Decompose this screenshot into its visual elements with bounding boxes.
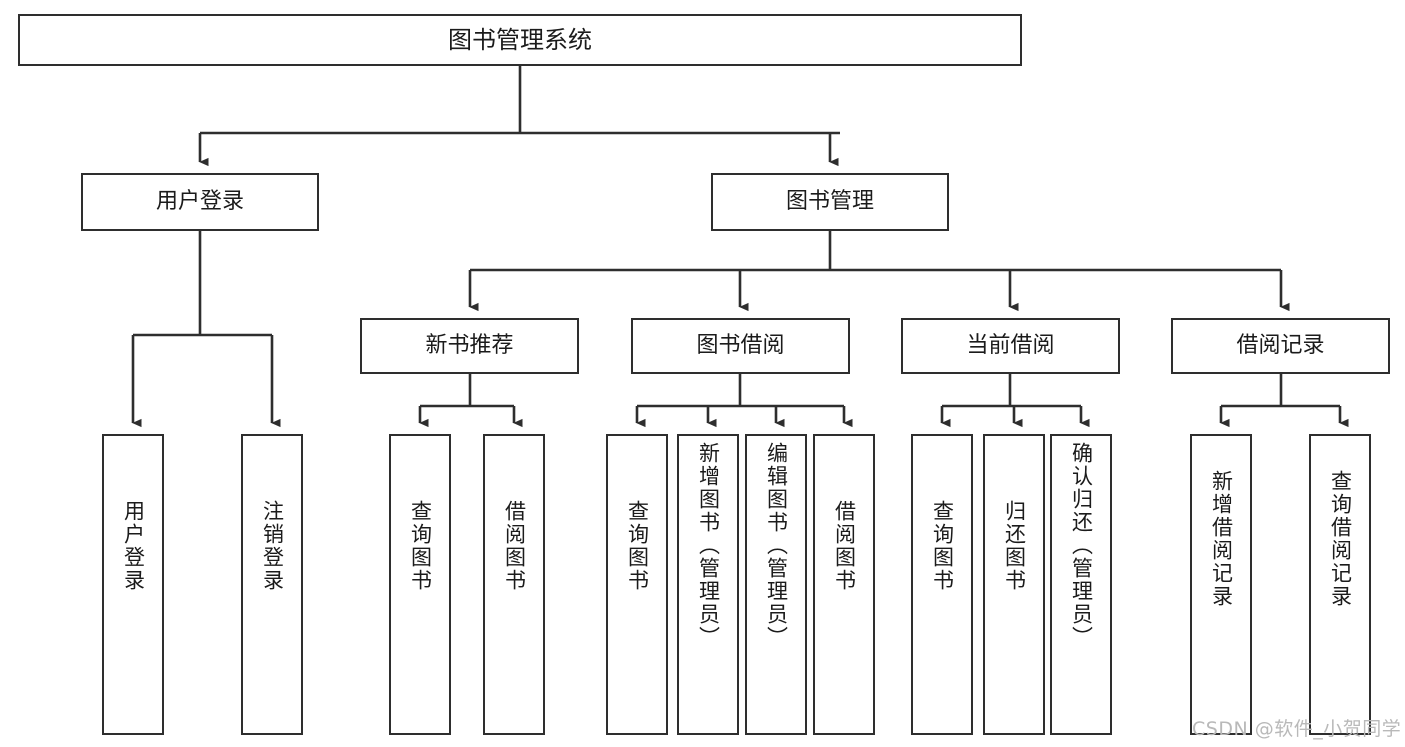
node-user-login-label: 用户登录 (155, 189, 244, 215)
node-leaf-return-book-label: 归还图书 (1002, 500, 1027, 592)
node-new-book-recommend-label: 新书推荐 (425, 333, 514, 359)
node-borrow-record-label: 借阅记录 (1236, 333, 1325, 359)
node-leaf-logout-login[interactable]: 注销登录 (241, 434, 303, 735)
node-root-label: 图书管理系统 (448, 25, 592, 54)
node-book-borrow-label: 图书借阅 (696, 333, 785, 359)
node-leaf-query-book-3-label: 查询图书 (930, 500, 955, 592)
node-leaf-query-book-2-label: 查询图书 (625, 500, 650, 592)
node-book-manage[interactable]: 图书管理 (711, 173, 949, 231)
node-leaf-add-borrow-record-label: 新增借阅记录 (1209, 470, 1234, 608)
node-leaf-confirm-return-admin-label: 确认归还（管理员） (1069, 442, 1094, 649)
node-leaf-user-login-label: 用户登录 (121, 500, 146, 592)
node-leaf-borrow-book-2[interactable]: 借阅图书 (813, 434, 875, 735)
node-current-borrow[interactable]: 当前借阅 (901, 318, 1120, 374)
node-root-system[interactable]: 图书管理系统 (18, 14, 1022, 66)
node-new-book-recommend[interactable]: 新书推荐 (360, 318, 579, 374)
node-leaf-add-book-admin[interactable]: 新增图书（管理员） (677, 434, 739, 735)
node-leaf-query-book-3[interactable]: 查询图书 (911, 434, 973, 735)
node-leaf-edit-book-admin-label: 编辑图书（管理员） (764, 442, 789, 649)
node-leaf-confirm-return-admin[interactable]: 确认归还（管理员） (1050, 434, 1112, 735)
node-leaf-borrow-book-1[interactable]: 借阅图书 (483, 434, 545, 735)
node-leaf-query-book-1[interactable]: 查询图书 (389, 434, 451, 735)
node-book-borrow[interactable]: 图书借阅 (631, 318, 850, 374)
node-leaf-borrow-book-1-label: 借阅图书 (502, 500, 527, 592)
node-leaf-add-book-admin-label: 新增图书（管理员） (696, 442, 721, 649)
node-leaf-return-book[interactable]: 归还图书 (983, 434, 1045, 735)
node-leaf-query-borrow-record-label: 查询借阅记录 (1328, 470, 1353, 608)
node-leaf-edit-book-admin[interactable]: 编辑图书（管理员） (745, 434, 807, 735)
csdn-watermark: CSDN @软件_小贺同学 (1192, 718, 1402, 740)
node-leaf-query-book-1-label: 查询图书 (408, 500, 433, 592)
node-leaf-query-borrow-record[interactable]: 查询借阅记录 (1309, 434, 1371, 735)
node-leaf-add-borrow-record[interactable]: 新增借阅记录 (1190, 434, 1252, 735)
node-current-borrow-label: 当前借阅 (966, 333, 1055, 359)
node-user-login[interactable]: 用户登录 (81, 173, 319, 231)
node-leaf-borrow-book-2-label: 借阅图书 (832, 500, 857, 592)
node-leaf-query-book-2[interactable]: 查询图书 (606, 434, 668, 735)
node-book-manage-label: 图书管理 (785, 189, 874, 215)
node-borrow-record[interactable]: 借阅记录 (1171, 318, 1390, 374)
node-leaf-logout-login-label: 注销登录 (260, 500, 285, 592)
node-leaf-user-login[interactable]: 用户登录 (102, 434, 164, 735)
